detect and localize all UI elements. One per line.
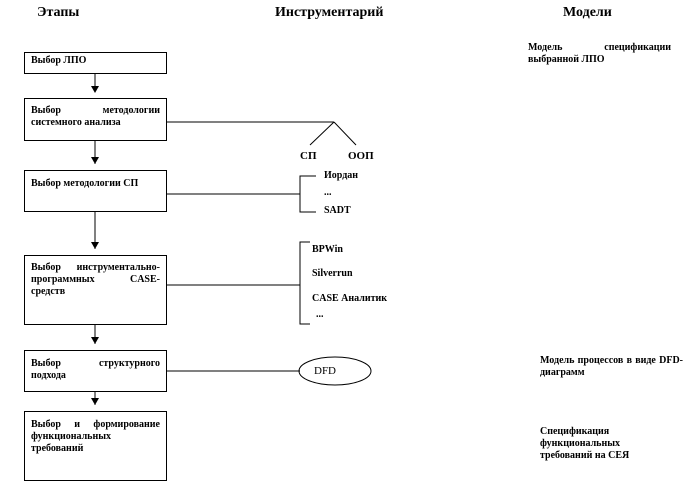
- case-tool-item: ...: [316, 309, 324, 320]
- dfd-label: DFD: [314, 365, 337, 377]
- stage-box-case-tools: Выбор инструментально-программных CASE-с…: [24, 255, 167, 325]
- tool-oop: ООП: [348, 150, 374, 162]
- header-tools: Инструментарий: [275, 5, 384, 20]
- stage-box-sp-methodology: Выбор методологии СП: [24, 170, 167, 212]
- fork-left-branch: [309, 121, 335, 146]
- stage-label: Выбор и формирование функциональных треб…: [31, 419, 160, 454]
- case-tool-item: Silverrun: [312, 268, 353, 279]
- stage-box-requirements: Выбор и формирование функциональных треб…: [24, 411, 167, 481]
- dfd-ellipse: [298, 356, 372, 386]
- case-tool-item: CASE Аналитик: [312, 293, 388, 304]
- tool-sp: СП: [300, 150, 317, 162]
- stage-label: Выбор ЛПО: [31, 55, 87, 66]
- model-dfd-processes: Модель процессов в виде DFD-диаграмм: [540, 355, 683, 378]
- arrowhead-1: [91, 86, 99, 93]
- arrowhead-2: [91, 157, 99, 164]
- case-tools-bracket: [299, 241, 310, 325]
- header-models: Модели: [563, 5, 612, 20]
- model-lpo-spec: Модель спецификации выбранной ЛПО: [528, 42, 671, 65]
- stage-box-structural-approach: Выбор структурного подхода: [24, 350, 167, 392]
- stage-box-system-analysis: Выбор методологии системного анализа: [24, 98, 167, 141]
- stage-label: Выбор методологии системного анализа: [31, 105, 160, 128]
- methodology-item: Иордан: [324, 170, 359, 181]
- arrowhead-5: [91, 398, 99, 405]
- arrowhead-3: [91, 242, 99, 249]
- case-tool-item: BPWin: [312, 244, 343, 255]
- arrowhead-4: [91, 337, 99, 344]
- model-functional-requirements: Спецификация функциональных требований н…: [540, 426, 630, 461]
- header-stages: Этапы: [37, 5, 80, 20]
- stage-label: Выбор инструментально-программных CASE-с…: [31, 262, 160, 297]
- fork-right-branch: [333, 121, 357, 146]
- stage-box-lpo: Выбор ЛПО: [24, 52, 167, 74]
- stage-label: Выбор методологии СП: [31, 178, 139, 189]
- methodology-item: SADT: [324, 205, 351, 216]
- stage-label: Выбор структурного подхода: [31, 358, 160, 381]
- methodology-item: ...: [324, 187, 332, 198]
- methodology-bracket: [299, 175, 316, 213]
